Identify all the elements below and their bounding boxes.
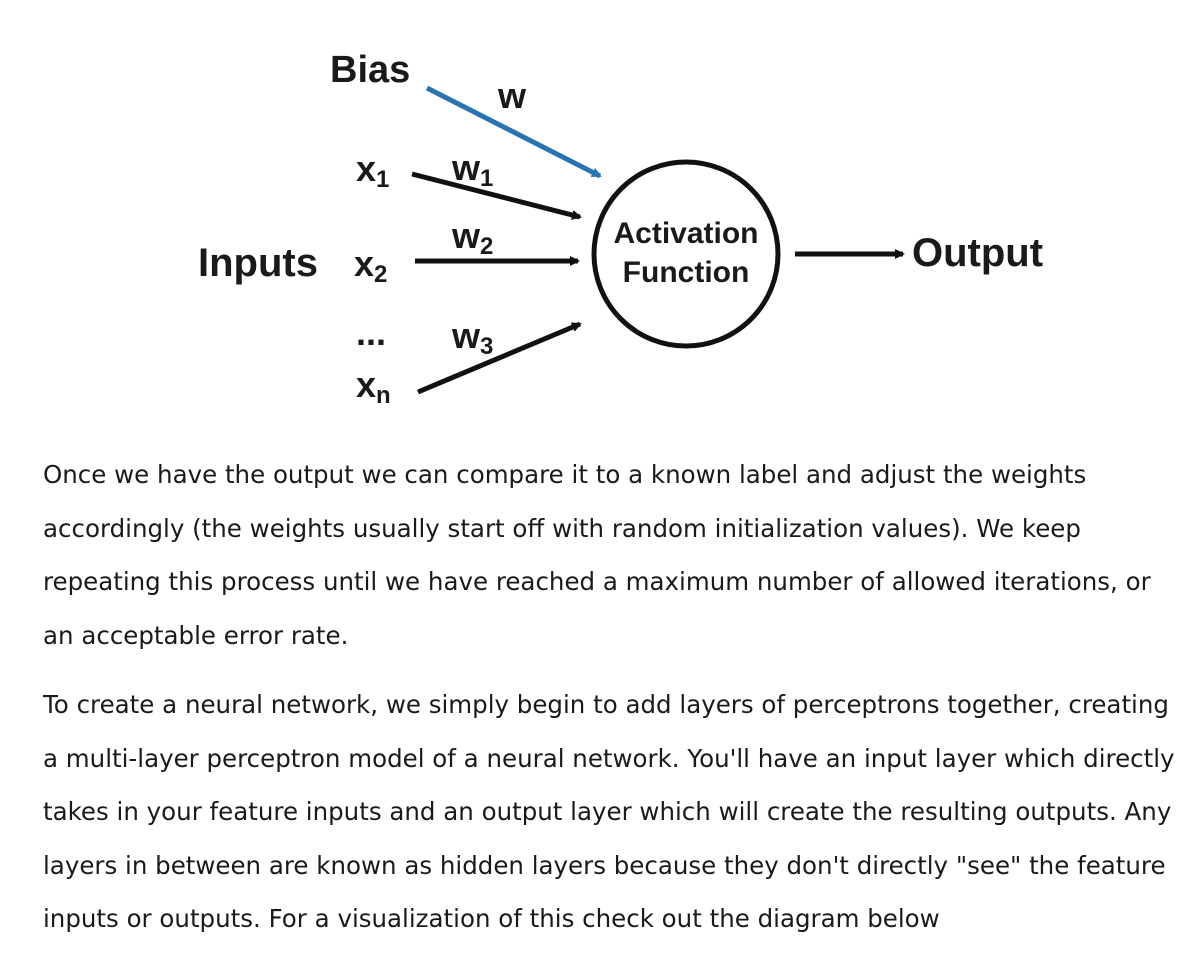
input-xn-label: xn [356,364,391,409]
article-body: Once we have the output we can compare i… [43,448,1183,962]
weight-w2-label: w2 [451,215,493,260]
activation-node-line1: Activation [613,217,758,250]
bias-weight-label: w [497,75,527,116]
weight-w3-label: w3 [451,315,493,360]
inputs-ellipsis: ... [356,312,386,353]
input-x1-label: x1 [356,148,389,193]
perceptron-diagram: Bias w x1 w1 Inputs x2 w2 ... w3 xn [198,49,1043,409]
weight-w1-label: w1 [451,147,493,192]
input-x2-label: x2 [354,243,387,288]
paragraph-neural-network: To create a neural network, we simply be… [43,690,1175,933]
input-xn-arrow [417,321,582,395]
input-x1-arrow [411,171,582,220]
inputs-label: Inputs [198,241,318,285]
output-label: Output [912,231,1043,275]
bias-arrow [425,85,602,179]
activation-function-node [591,159,781,349]
activation-node-line2: Function [623,256,750,289]
bias-label: Bias [330,49,410,91]
paragraph-output-comparison: Once we have the output we can compare i… [43,460,1151,650]
